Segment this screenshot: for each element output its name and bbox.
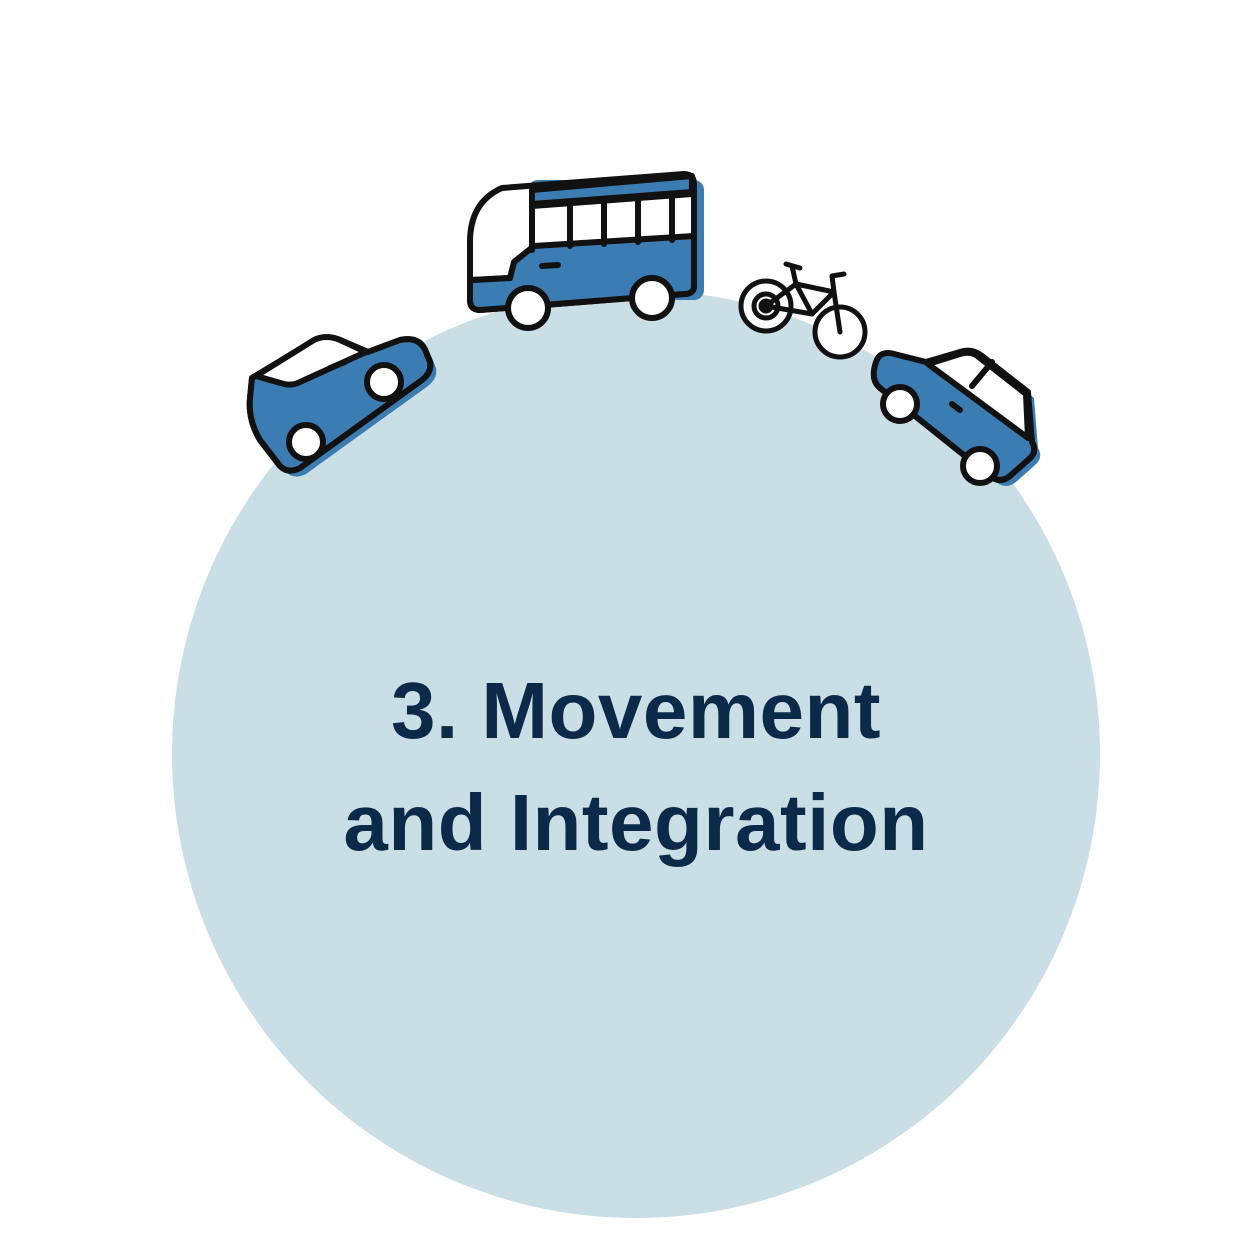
section-title: 3. Movement and Integration [172,655,1100,879]
hatchback-car-icon [246,334,437,477]
bicycle-icon [738,261,868,360]
title-line-1: 3. Movement [390,666,882,755]
bus-icon [467,171,704,331]
title-line-2: and Integration [343,778,929,867]
sedan-car-icon [870,347,1041,486]
